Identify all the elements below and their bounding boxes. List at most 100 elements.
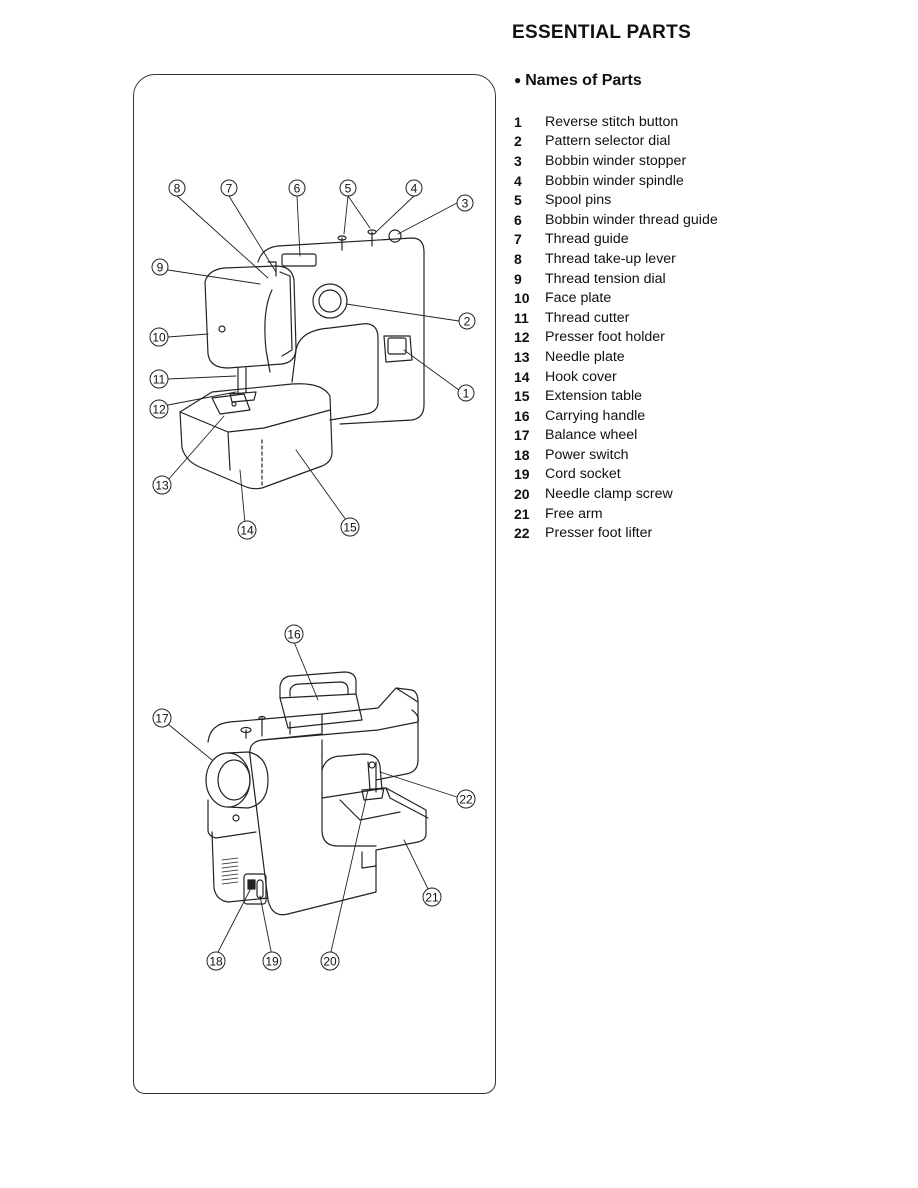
list-item: 16 Carrying handle <box>514 406 718 426</box>
part-name: Presser foot lifter <box>545 525 653 542</box>
part-name: Needle clamp screw <box>545 486 673 503</box>
svg-text:18: 18 <box>209 955 223 969</box>
part-name: Bobbin winder thread guide <box>545 211 718 228</box>
part-name: Needle plate <box>545 348 625 365</box>
svg-text:13: 13 <box>155 479 169 493</box>
part-name: Free arm <box>545 505 603 522</box>
callout-5: 5 <box>339 179 357 197</box>
part-name: Face plate <box>545 290 612 307</box>
parts-list: 1 Reverse stitch button 2 Pattern selector… <box>514 112 718 543</box>
part-name: Thread cutter <box>545 309 630 326</box>
svg-text:3: 3 <box>462 197 469 211</box>
part-number: 3 <box>514 152 522 169</box>
callout-markers: 1 2 3 4 5 6 7 8 9 10 11 12 13 14 15 16 1… <box>149 179 476 971</box>
callout-1: 1 <box>457 384 475 402</box>
part-name: Bobbin winder spindle <box>545 172 684 189</box>
callout-10: 10 <box>149 327 169 347</box>
part-number: 11 <box>514 309 529 326</box>
part-number: 7 <box>514 231 522 248</box>
list-item: 7 Thread guide <box>514 230 718 250</box>
part-name: Pattern selector dial <box>545 133 671 150</box>
list-item: 3 Bobbin winder stopper <box>514 151 718 171</box>
rear-view-leader-lines <box>162 641 464 957</box>
front-view-leader-lines <box>167 195 464 524</box>
svg-text:22: 22 <box>459 793 473 807</box>
list-item: 20 Needle clamp screw <box>514 484 718 504</box>
callout-20: 20 <box>320 951 340 971</box>
list-item: 13 Needle plate <box>514 347 718 367</box>
part-number: 1 <box>514 113 522 130</box>
list-item: 2 Pattern selector dial <box>514 132 718 152</box>
part-number: 13 <box>514 348 530 365</box>
page-title: ESSENTIAL PARTS <box>512 22 692 43</box>
callout-13: 13 <box>152 475 172 495</box>
part-name: Power switch <box>545 446 629 463</box>
part-name: Hook cover <box>545 368 617 385</box>
svg-text:1: 1 <box>463 387 470 401</box>
part-name: Balance wheel <box>545 427 638 444</box>
part-number: 19 <box>514 466 530 483</box>
part-number: 16 <box>514 407 530 424</box>
list-item: 6 Bobbin winder thread guide <box>514 210 718 230</box>
callout-15: 15 <box>340 517 360 537</box>
svg-text:14: 14 <box>240 524 254 538</box>
svg-text:4: 4 <box>411 182 418 196</box>
list-item: 22 Presser foot lifter <box>514 523 718 543</box>
part-number: 5 <box>514 192 522 209</box>
part-number: 8 <box>514 250 522 267</box>
list-item: 5 Spool pins <box>514 190 718 210</box>
callout-11: 11 <box>149 369 169 389</box>
callout-17: 17 <box>152 708 172 728</box>
part-name: Bobbin winder stopper <box>545 152 687 169</box>
callout-21: 21 <box>422 887 442 907</box>
svg-text:2: 2 <box>464 315 471 329</box>
list-item: 8 Thread take-up lever <box>514 249 718 269</box>
part-name: Thread guide <box>545 231 629 248</box>
part-name: Reverse stitch button <box>545 113 679 130</box>
part-number: 10 <box>514 290 530 307</box>
part-number: 20 <box>514 486 530 503</box>
part-number: 22 <box>514 525 530 542</box>
svg-text:11: 11 <box>153 373 166 387</box>
list-item: 4 Bobbin winder spindle <box>514 171 718 191</box>
rear-view-machine <box>205 671 429 916</box>
section-subtitle: ●Names of Parts <box>514 72 642 90</box>
callout-7: 7 <box>220 179 238 197</box>
part-number: 21 <box>514 505 530 522</box>
part-number: 2 <box>514 133 522 150</box>
callout-4: 4 <box>405 179 423 197</box>
svg-text:21: 21 <box>425 891 439 905</box>
list-item: 11 Thread cutter <box>514 308 718 328</box>
callout-22: 22 <box>456 789 476 809</box>
part-name: Thread take-up lever <box>545 250 676 267</box>
callout-19: 19 <box>262 951 282 971</box>
callout-14: 14 <box>237 520 257 540</box>
part-number: 6 <box>514 211 522 228</box>
svg-text:19: 19 <box>265 955 279 969</box>
svg-text:15: 15 <box>343 521 357 535</box>
part-number: 4 <box>514 172 522 189</box>
svg-text:17: 17 <box>155 712 169 726</box>
bullet-icon: ● <box>514 73 522 87</box>
svg-text:20: 20 <box>323 955 337 969</box>
part-number: 9 <box>514 270 522 287</box>
svg-text:7: 7 <box>226 182 233 196</box>
svg-text:9: 9 <box>157 261 164 275</box>
part-name: Carrying handle <box>545 407 646 424</box>
callout-8: 8 <box>168 179 186 197</box>
callout-6: 6 <box>288 179 306 197</box>
list-item: 10 Face plate <box>514 288 718 308</box>
callout-2: 2 <box>458 312 476 330</box>
svg-text:12: 12 <box>152 403 166 417</box>
list-item: 1 Reverse stitch button <box>514 112 718 132</box>
svg-text:16: 16 <box>287 628 301 642</box>
part-name: Spool pins <box>545 192 612 209</box>
part-name: Presser foot holder <box>545 329 665 346</box>
